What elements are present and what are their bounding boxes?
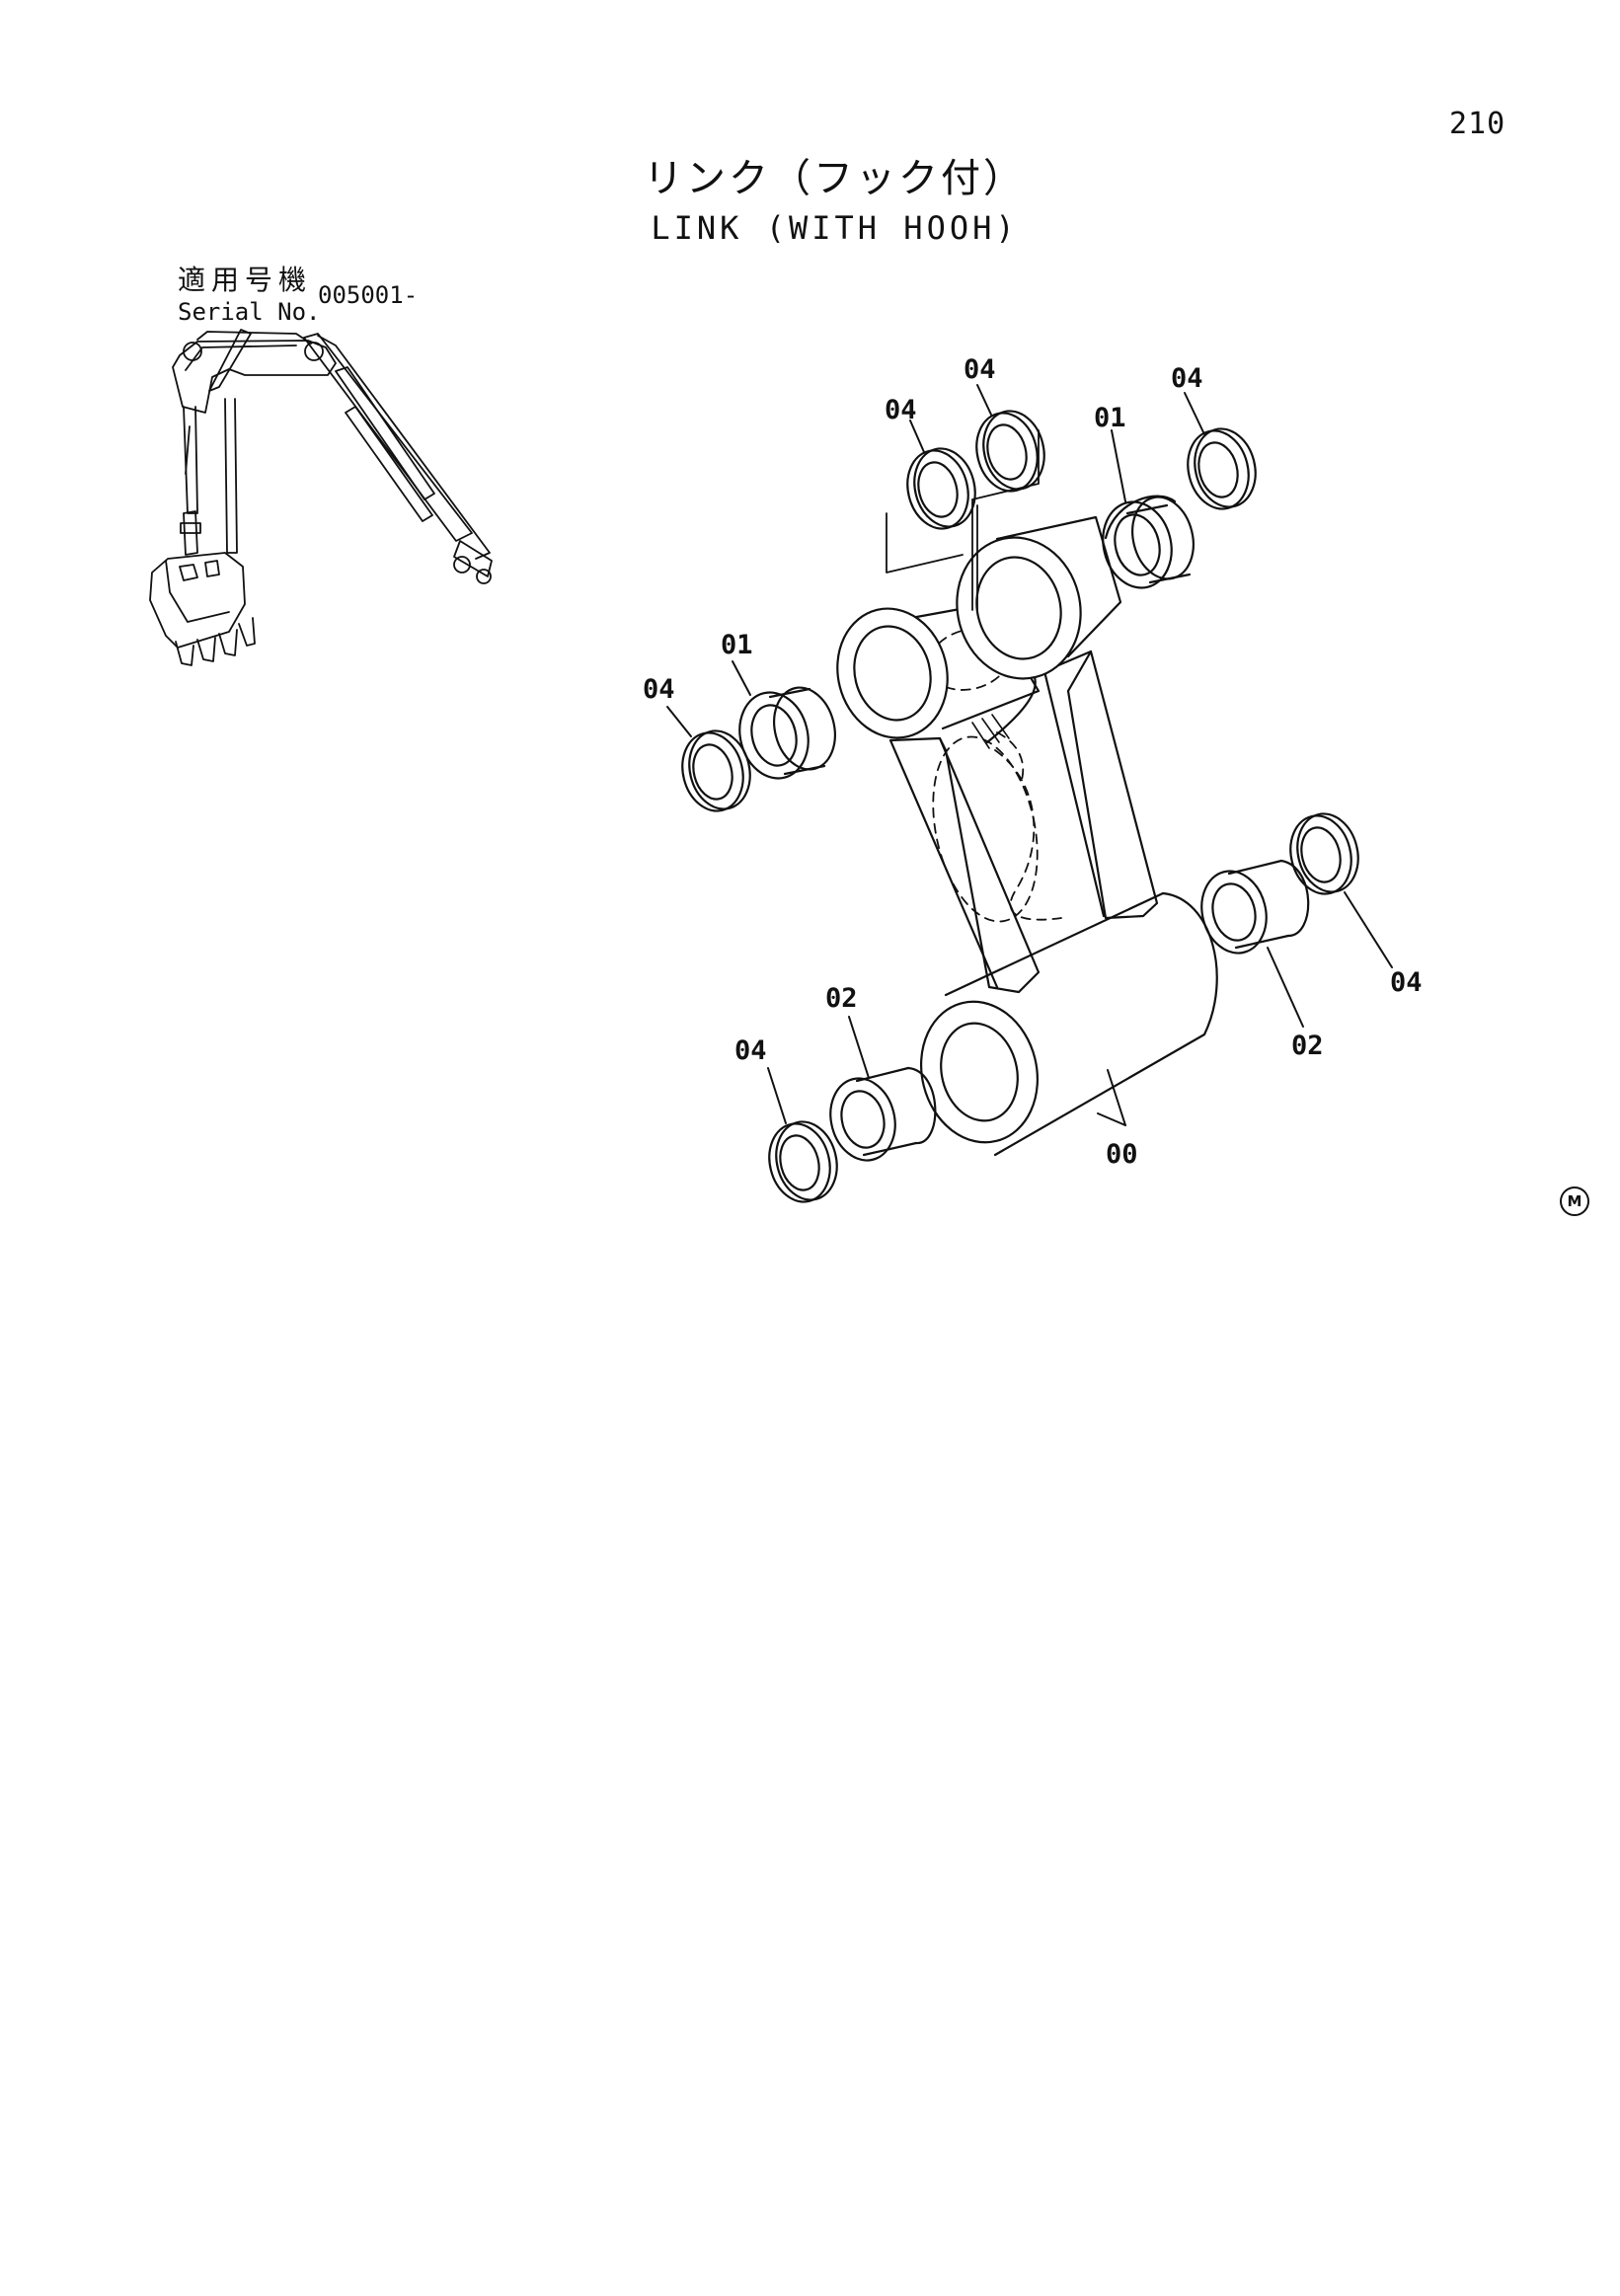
m-mark-icon: M [1560,1186,1589,1216]
link-body [836,515,1218,1157]
page-number: 210 [1449,107,1506,141]
serial-label-japanese: 適用号機 [178,264,313,296]
serial-number-value: 005001- [318,281,419,309]
callout-04-top-center: 04 [964,354,996,385]
bushing-02-right [1200,859,1310,955]
callout-02-left: 02 [825,983,858,1014]
callout-01-left: 01 [721,630,753,660]
leader-lines [666,384,1393,1126]
assembly-guide-lines [886,429,1040,611]
bushing-02-left [829,1066,937,1162]
title-japanese: リンク（フック付） [644,156,1026,201]
washer-04-left [681,729,751,812]
washer-04-top-left [906,447,976,530]
serial-label-english: Serial No. [178,298,321,326]
title-english: LINK (WITH HOOH) [651,209,1019,247]
callout-04-top-right: 04 [1171,363,1203,394]
washer-04-top-right [1187,427,1257,510]
callout-04-bottom-left: 04 [734,1035,767,1066]
callout-02-right: 02 [1291,1031,1324,1061]
bushing-01-upper-right [1102,495,1195,589]
excavator-thumbnail-icon [149,329,493,666]
bushing-01-left [738,686,836,780]
title-block: リンク（フック付） LINK (WITH HOOH) [0,146,1620,247]
washer-04-right [1289,812,1359,895]
callout-01-upper-right: 01 [1094,403,1126,433]
washer-04-top-center [975,410,1045,493]
washer-04-bottom-left [768,1120,838,1203]
callout-04-top-left: 04 [885,395,917,425]
callout-00-link: 00 [1106,1139,1138,1170]
callout-04-right: 04 [1390,967,1423,998]
callout-04-left: 04 [643,674,675,705]
